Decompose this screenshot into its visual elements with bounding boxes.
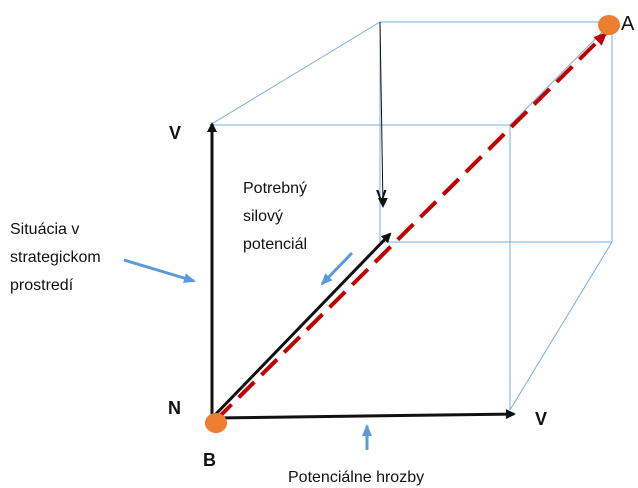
label-situacia-line-1: Situácia v — [10, 221, 79, 238]
axes — [207, 122, 516, 420]
label-potencialne-hrozby: Potenciálne hrozby — [288, 469, 424, 486]
pointer-arrow-situacia — [123, 258, 196, 283]
label-situacia-line-2: strategickom — [10, 249, 101, 266]
label-v-top: V — [169, 123, 181, 143]
pointer-arrows — [123, 251, 372, 450]
label-potrebny-line-3: potenciál — [243, 236, 307, 253]
point-b-dot — [205, 413, 227, 433]
label-potrebny-line-1: Potrebný — [243, 180, 307, 197]
horizontal-axis-arrow — [213, 409, 516, 420]
cube-wireframe — [209, 21, 613, 411]
inner-vertical-arrow — [377, 21, 388, 208]
cube-edge-bottom-right-depth — [509, 241, 613, 411]
red-dashed-diagonal-arrow — [214, 31, 608, 422]
label-point-n: N — [168, 398, 181, 418]
label-point-b: B — [203, 450, 216, 470]
label-point-a: A — [621, 13, 635, 35]
label-v-right: V — [535, 409, 547, 429]
label-situacia: Situácia v strategickom prostredí — [10, 221, 101, 294]
diagonal-axis-arrow — [212, 232, 392, 418]
label-situacia-line-3: prostredí — [10, 277, 74, 294]
point-a-dot — [598, 15, 620, 35]
label-v-mid: V — [376, 188, 387, 205]
label-potrebny-line-2: silový — [243, 208, 283, 225]
cube-edge-top-left-depth — [209, 21, 381, 126]
pointer-arrow-potrebny — [320, 251, 354, 286]
label-potrebny: Potrebný silový potenciál — [243, 180, 307, 253]
cube-edge-top-right-depth — [509, 21, 613, 126]
